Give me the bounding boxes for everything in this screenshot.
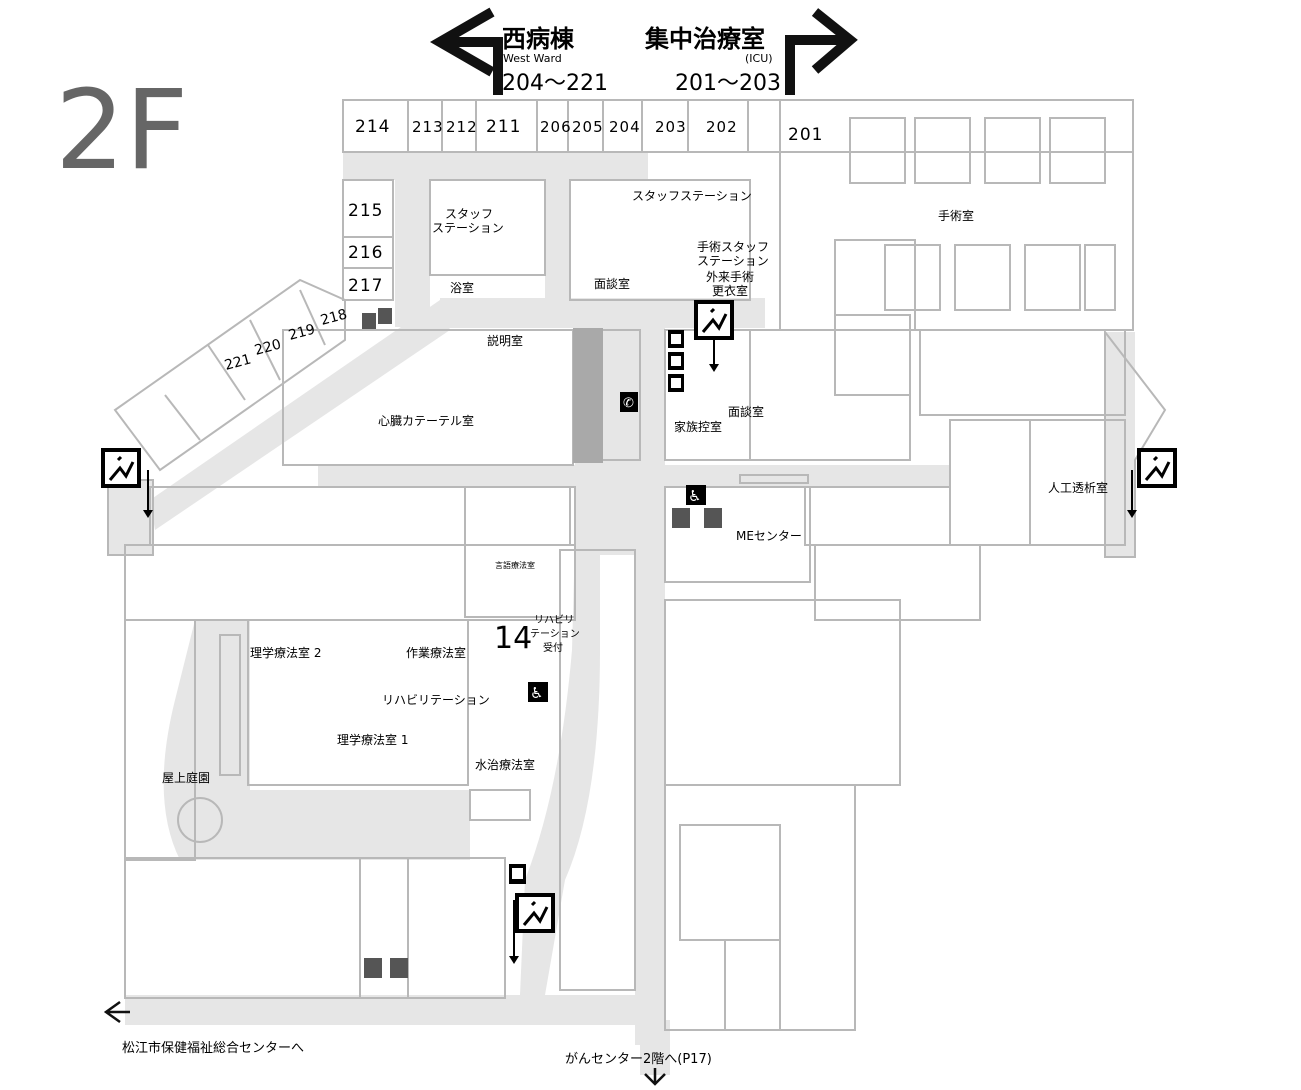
room-204: 204 [609,118,641,136]
footer-left-direction: 松江市保健福祉総合センターへ [103,1000,304,1056]
footer-left-label: 松江市保健福祉総合センターへ [122,1040,304,1056]
label-speech: 言語療法室 [495,560,535,570]
label-rehab-reception-2: テーション [530,629,580,640]
emergency-exit-left [101,448,153,518]
west-ward-title: 西病棟 [502,25,575,53]
down-arrow-icon [1127,510,1137,518]
arrow-left-icon [103,1000,130,1024]
svg-text:♿: ♿ [530,684,543,702]
label-outpatient-dress-1: 外来手術 [706,270,754,284]
top-room-numbers: 214 213 212 211 206 205 204 203 202 201 [355,117,823,145]
telephone: ✆ [620,392,638,412]
down-arrow-icon [143,510,153,518]
marker-14: 14 [494,621,532,656]
restroom-icon [362,313,376,329]
arrow-right-icon [785,8,858,95]
icu-direction: 集中治療室 (ICU) 201〜203 [644,8,858,96]
left-room-numbers: 215 216 217 [348,201,383,296]
label-cardiac: 心臓カテーテル室 [378,413,474,428]
restroom-icon [390,958,408,978]
label-pt1: 理学療法室 1 [337,732,408,747]
label-surgery: 手術室 [938,208,974,223]
surgery-suites [849,117,1116,311]
diagonal-room-numbers: 218 219 220 221 [223,306,349,373]
wheelchair-icon [686,485,706,505]
icu-range: 201〜203 [675,71,781,96]
elevator-shaft [573,328,603,463]
room-205: 205 [572,118,604,136]
room-labels: スタッフ ステーション スタッフステーション 手術室 手術スタッフ ステーション… [162,189,1108,785]
room-214: 214 [355,117,390,137]
label-explain: 説明室 [487,333,523,348]
accessibility-icons: ♿ ♿ [362,308,722,978]
down-arrow-icon [509,956,519,964]
label-pt2: 理学療法室 2 [250,645,321,660]
top-room-dividers [164,100,749,441]
wheelchair-icon [528,682,548,702]
telephone-icon [620,392,638,412]
label-rehab: リハビリテーション [382,693,490,707]
label-outpatient-dress-2: 更衣室 [712,283,748,298]
room-201: 201 [788,125,823,145]
west-ward-subtitle: West Ward [503,52,562,65]
room-206: 206 [540,118,572,136]
room-215: 215 [348,201,383,221]
label-consult-1: 面談室 [594,276,630,291]
footer-bottom-label: がんセンター2階へ(P17) [565,1052,712,1067]
restroom-icon [672,508,690,528]
down-arrow-icon [709,364,719,372]
svg-text:✆: ✆ [623,396,634,411]
arrow-down-icon [644,1068,666,1086]
svg-text:♿: ♿ [688,487,701,505]
label-bath: 浴室 [450,280,474,295]
emergency-exit-bottom [509,893,555,964]
icu-subtitle: (ICU) [745,52,773,65]
footer-bottom-direction: がんセンター2階へ(P17) [565,1052,712,1086]
label-garden: 屋上庭園 [162,770,210,785]
room-216: 216 [348,243,383,263]
west-ward-direction: 西病棟 West Ward 204〜221 [429,7,608,96]
room-221: 221 [223,351,253,373]
room-220: 220 [253,336,283,358]
floor-label: 2F [55,66,188,194]
label-surgery-staff-1: 手術スタッフ [697,240,769,254]
label-staff-station-top: スタッフステーション [632,189,752,203]
label-ot: 作業療法室 [406,645,466,660]
room-219: 219 [287,321,317,343]
room-203: 203 [655,118,687,136]
room-217: 217 [348,276,383,296]
restroom-icon [704,508,722,528]
emergency-exit-right [1127,448,1177,518]
label-me-center: MEセンター [736,529,802,543]
label-surgery-staff-2: ステーション [697,254,769,268]
restroom-icon [364,958,382,978]
label-staff-station-left-1: スタッフ [445,207,493,221]
room-212: 212 [446,118,478,136]
emergency-exit-center [694,300,734,372]
walls [107,99,1167,1031]
west-ward-range: 204〜221 [502,71,608,96]
room-202: 202 [706,118,738,136]
room-211: 211 [486,117,521,137]
elevators [509,330,684,884]
label-rehab-reception-3: 受付 [543,641,563,654]
arrow-left-icon [429,7,503,95]
label-consult-2: 面談室 [728,404,764,419]
icu-title: 集中治療室 [644,25,765,53]
room-213: 213 [412,118,444,136]
label-family: 家族控室 [674,419,722,434]
label-hydro: 水治療法室 [475,757,535,772]
label-dialysis: 人工透析室 [1048,480,1108,495]
label-rehab-reception-1: リハビリ [534,614,574,626]
restroom-icon [378,308,392,324]
label-staff-station-left-2: ステーション [432,221,504,235]
room-218: 218 [319,306,349,328]
